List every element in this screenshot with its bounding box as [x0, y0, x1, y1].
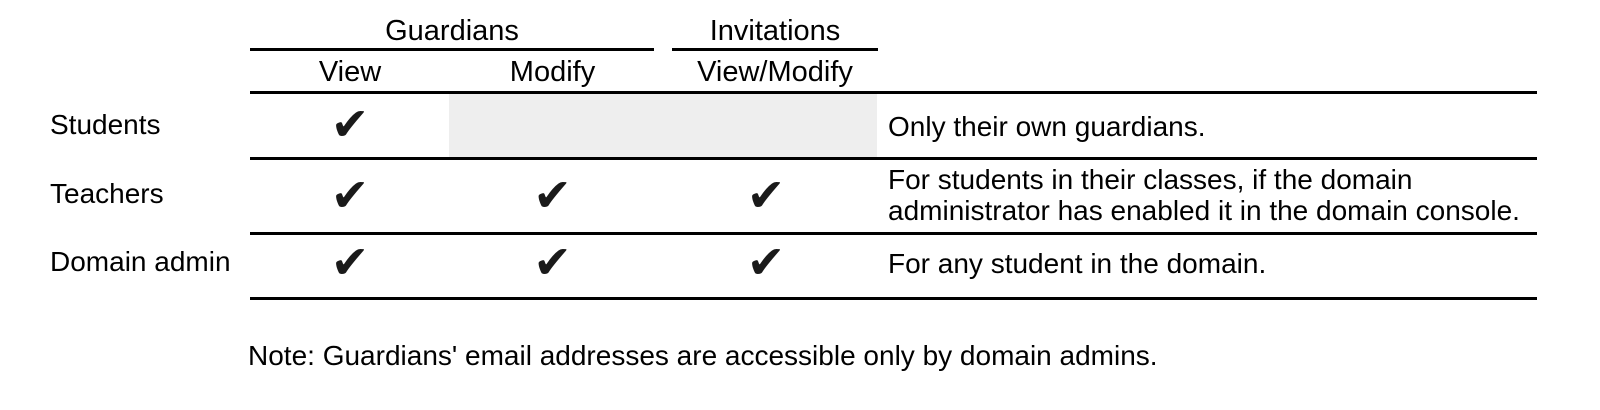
column-header-modify: Modify — [509, 56, 596, 88]
row-label-students: Students — [50, 109, 161, 140]
students-disabled-cells-shading — [449, 94, 877, 157]
domain-admin-note: For any student in the domain. — [888, 248, 1267, 279]
teachers-guardians-modify-check-icon: ✔ — [533, 168, 572, 222]
column-group-header-guardians: Guardians — [385, 15, 519, 47]
table-rule-top — [250, 91, 1537, 94]
domain-admin-invitations-check-icon: ✔ — [746, 235, 786, 289]
domain-admin-guardians-view-check-icon: ✔ — [330, 235, 370, 289]
row-label-domain-admin: Domain admin — [50, 246, 231, 277]
students-guardians-view-check-icon: ✔ — [330, 97, 370, 151]
table-rule-after-students — [250, 157, 1537, 160]
table-rule-bottom — [250, 297, 1537, 300]
column-header-view: View — [318, 56, 382, 88]
teachers-guardians-view-check-icon: ✔ — [330, 168, 370, 222]
guardians-group-underline — [250, 48, 654, 51]
footnote: Note: Guardians' email addresses are acc… — [248, 340, 1158, 371]
column-header-view-modify: View/Modify — [697, 56, 853, 88]
row-label-teachers: Teachers — [50, 178, 164, 209]
table-rule-after-teachers — [250, 232, 1537, 235]
students-note: Only their own guardians. — [888, 111, 1206, 142]
column-group-header-invitations: Invitations — [709, 15, 841, 47]
teachers-invitations-check-icon: ✔ — [746, 168, 786, 222]
domain-admin-guardians-modify-check-icon: ✔ — [533, 235, 572, 289]
teachers-note: For students in their classes, if the do… — [888, 164, 1520, 226]
invitations-group-underline — [672, 48, 878, 51]
